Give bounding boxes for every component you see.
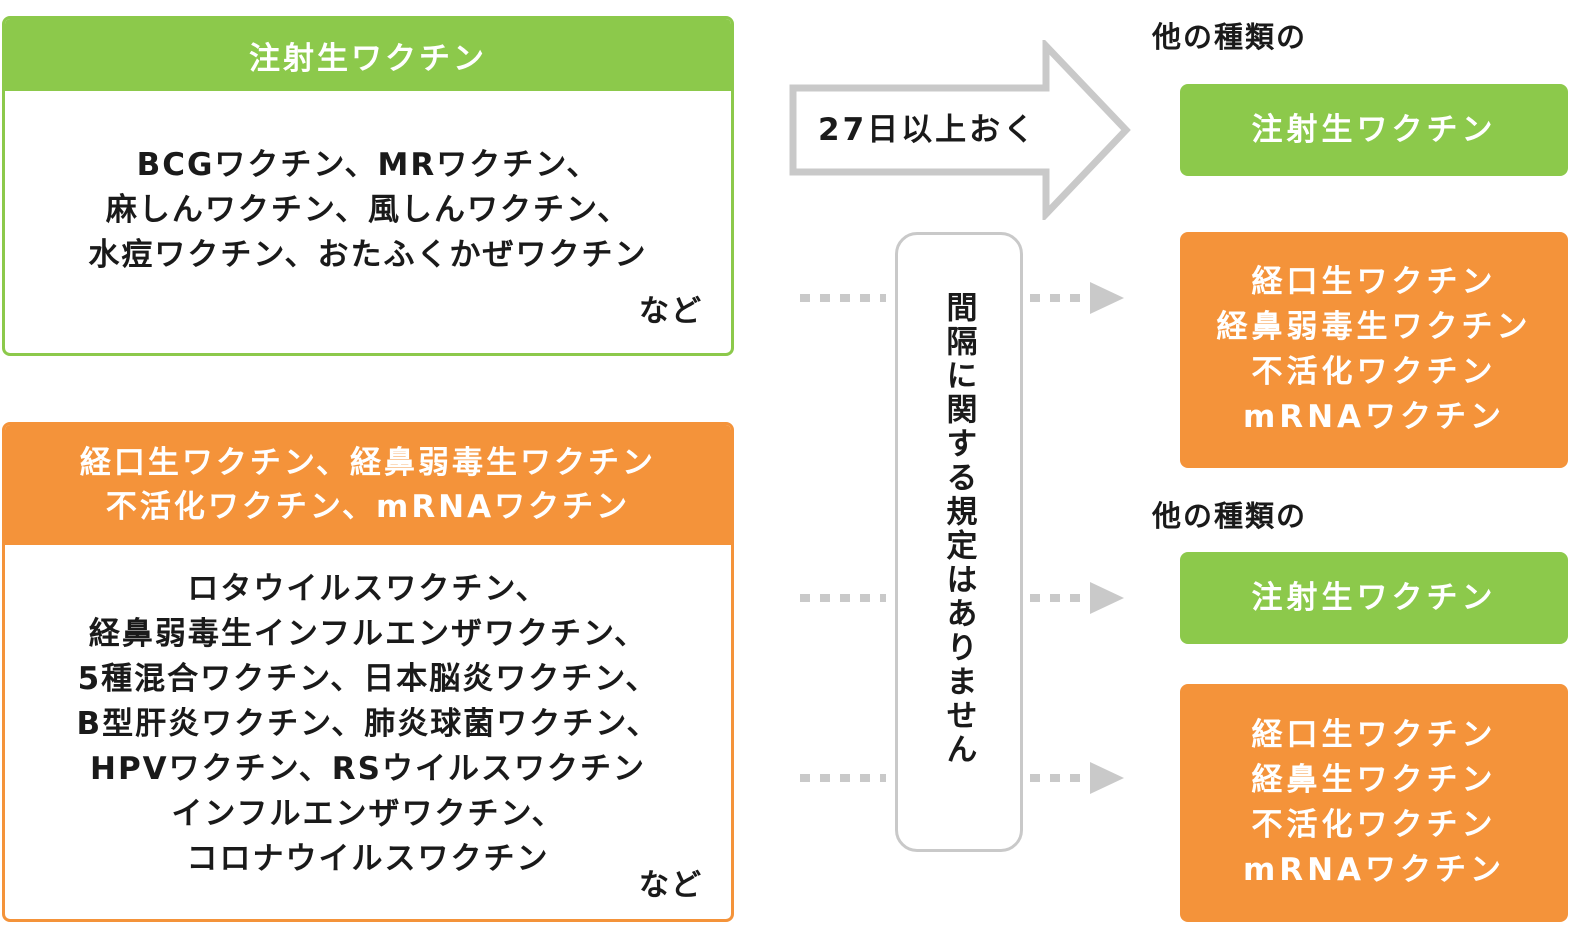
vaccine-line: HPVワクチン、RSウイルスワクチン — [90, 751, 646, 787]
target-line: 経鼻弱毒生ワクチン — [1216, 309, 1532, 345]
vaccine-line: 水痘ワクチン、おたふくかぜワクチン — [88, 237, 648, 273]
other-kind-label: 他の種類の — [1152, 499, 1308, 533]
interval-arrow — [789, 40, 1131, 220]
etc-note: など — [639, 294, 703, 329]
other-box-body: ロタウイルスワクチン、 経鼻弱毒生インフルエンザワクチン、 5種混合ワクチン、日… — [5, 545, 731, 919]
target-injectable-live: 注射生ワクチン — [1180, 552, 1568, 644]
target-line: 経口生ワクチン — [1251, 717, 1497, 753]
other-vaccine-box: 経口生ワクチン、経鼻弱毒生ワクチン 不活化ワクチン、mRNAワクチン ロタウイル… — [2, 422, 734, 922]
vaccine-line: インフルエンザワクチン、 — [171, 796, 565, 832]
vaccine-line: コロナウイルスワクチン — [186, 841, 550, 877]
vaccine-line: 経鼻弱毒生インフルエンザワクチン、 — [88, 616, 648, 652]
target-line: 不活化ワクチン — [1251, 354, 1497, 390]
other-header-line: 不活化ワクチン、mRNAワクチン — [105, 489, 631, 525]
vaccine-line: ロタウイルスワクチン、 — [187, 571, 549, 607]
etc-note: など — [639, 868, 703, 903]
target-line: 経口生ワクチン — [1251, 264, 1497, 300]
target-line: 不活化ワクチン — [1251, 807, 1497, 843]
dotted-arrow-2 — [800, 582, 1124, 614]
other-header-line: 経口生ワクチン、経鼻弱毒生ワクチン — [79, 445, 657, 481]
target-other-vaccines: 経口生ワクチン 経鼻生ワクチン 不活化ワクチン mRNAワクチン — [1180, 684, 1568, 922]
vaccine-line: B型肝炎ワクチン、肺炎球菌ワクチン、 — [76, 706, 660, 742]
vaccine-line: 5種混合ワクチン、日本脳炎ワクチン、 — [77, 661, 659, 697]
other-box-header: 経口生ワクチン、経鼻弱毒生ワクチン 不活化ワクチン、mRNAワクチン — [5, 425, 731, 545]
target-other-vaccines: 経口生ワクチン 経鼻弱毒生ワクチン 不活化ワクチン mRNAワクチン — [1180, 232, 1568, 468]
vaccine-line: BCGワクチン、MRワクチン、 — [136, 147, 600, 183]
vaccine-line: 麻しんワクチン、風しんワクチン、 — [105, 192, 631, 228]
arrow-label: 27日以上おく — [818, 112, 1038, 148]
target-line: mRNAワクチン — [1242, 399, 1506, 435]
dotted-arrow-1 — [800, 282, 1124, 314]
target-line: 経鼻生ワクチン — [1251, 762, 1497, 798]
no-interval-rule-text: 間隔に関する規定はありません — [940, 291, 977, 767]
injectable-box-body: BCGワクチン、MRワクチン、 麻しんワクチン、風しんワクチン、 水痘ワクチン、… — [5, 91, 731, 353]
injectable-box-header: 注射生ワクチン — [5, 19, 731, 91]
other-kind-label: 他の種類の — [1152, 20, 1308, 54]
no-interval-rule-box: 間隔に関する規定はありません — [895, 232, 1023, 852]
injectable-live-vaccine-box: 注射生ワクチン BCGワクチン、MRワクチン、 麻しんワクチン、風しんワクチン、… — [2, 16, 734, 356]
target-injectable-live: 注射生ワクチン — [1180, 84, 1568, 176]
target-line: mRNAワクチン — [1242, 852, 1506, 888]
dotted-arrow-3 — [800, 762, 1124, 794]
